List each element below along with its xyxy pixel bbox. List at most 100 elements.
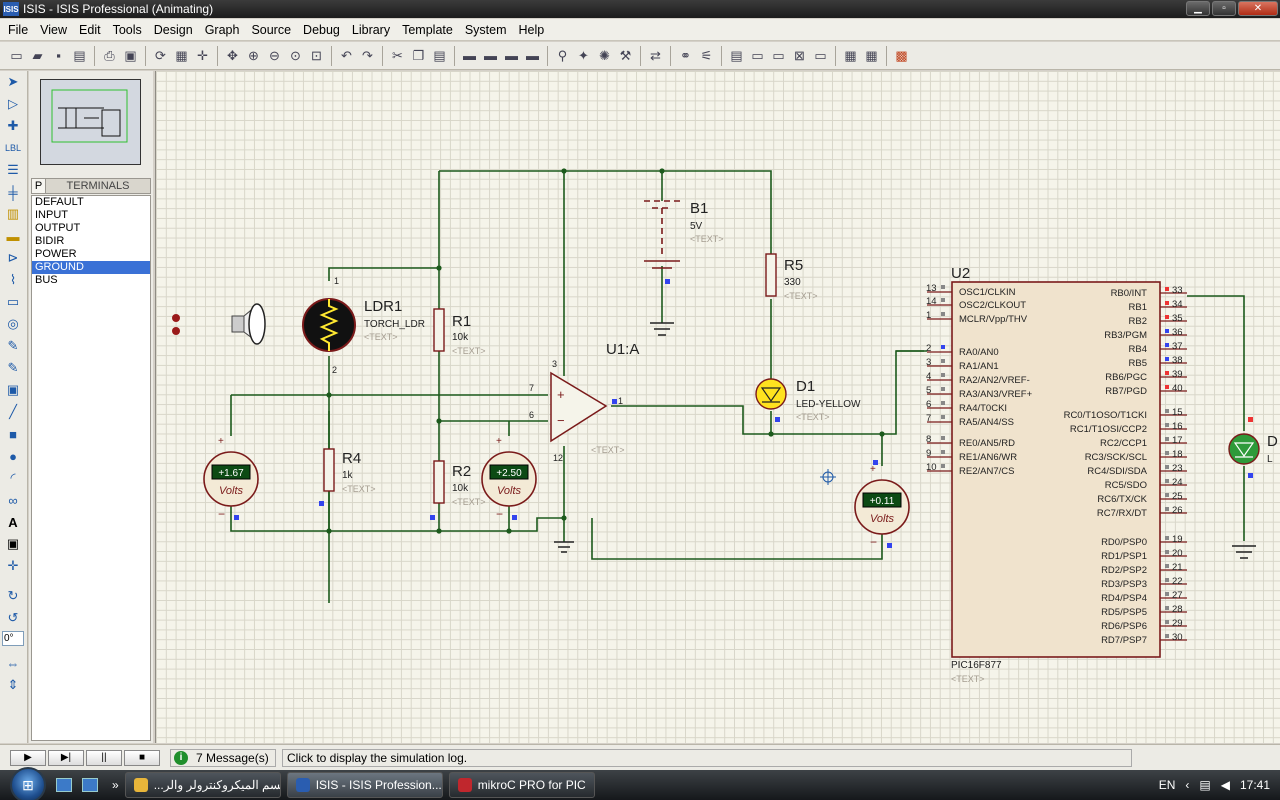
text-script-icon[interactable]: ☰ — [7, 162, 19, 177]
paste-icon[interactable]: ▤ — [433, 47, 446, 63]
line-tool-icon[interactable]: ╱ — [9, 404, 17, 419]
terminal-item-bus[interactable]: BUS — [35, 274, 58, 286]
device-pins-icon[interactable]: ⊳ — [7, 250, 19, 265]
redo-icon[interactable]: ↷ — [362, 47, 373, 63]
terminal-item-ground[interactable]: GROUND — [32, 261, 150, 274]
taskbar-button[interactable]: mikroC PRO for PIC — [448, 772, 595, 798]
grid-icon[interactable]: ▦ — [175, 47, 188, 63]
menu-file[interactable]: File — [8, 22, 29, 37]
terminal-item-default[interactable]: DEFAULT — [35, 196, 84, 208]
terminal-item-output[interactable]: OUTPUT — [35, 222, 81, 234]
resistor-r5[interactable]: R5 330 <TEXT> — [765, 253, 818, 301]
electrical-check-icon[interactable]: ▦ — [844, 47, 857, 63]
menu-edit[interactable]: Edit — [79, 22, 101, 37]
maximize-button[interactable]: ▫ — [1212, 1, 1236, 16]
menu-graph[interactable]: Graph — [204, 22, 240, 37]
taskbar-button[interactable]: ISIS - ISIS Profession... — [286, 772, 443, 798]
block-rotate-icon[interactable]: ▬ — [505, 48, 518, 63]
exit-parent-icon[interactable]: ▭ — [772, 47, 785, 63]
make-device-icon[interactable]: ✦ — [578, 47, 589, 63]
terminal-item-input[interactable]: INPUT — [35, 209, 68, 221]
zoom-out-icon[interactable]: ⊖ — [269, 47, 280, 63]
tape-recorder-icon[interactable]: ▭ — [6, 294, 20, 309]
stop-button[interactable]: ■ — [124, 749, 160, 766]
bill-of-materials-icon[interactable]: ▭ — [814, 47, 827, 63]
close-button[interactable]: ✕ — [1238, 1, 1278, 16]
zoom-area-icon[interactable]: ⊡ — [311, 47, 322, 63]
voltage-probe-icon[interactable]: ✎ — [7, 338, 19, 353]
language-indicator[interactable]: EN — [1158, 778, 1176, 792]
clock[interactable]: 17:41 — [1239, 778, 1270, 792]
package-tool-icon[interactable]: ✺ — [599, 47, 610, 63]
undo-icon[interactable]: ↶ — [341, 47, 352, 63]
overview-window[interactable] — [40, 79, 141, 165]
minimize-button[interactable]: ▁ — [1186, 1, 1210, 16]
led-d1[interactable]: D1 LED-YELLOW <TEXT> — [755, 378, 861, 422]
menu-source[interactable]: Source — [251, 22, 292, 37]
open-folder-icon[interactable]: ▰ — [32, 47, 43, 63]
mirror-vertical-icon[interactable]: ⇕ — [7, 677, 19, 692]
torch-light-source[interactable] — [172, 303, 266, 345]
selection-mode-icon[interactable]: ➤ — [7, 74, 19, 89]
pick-devices-button[interactable]: P — [32, 179, 46, 193]
menu-system[interactable]: System — [464, 22, 507, 37]
current-probe-icon[interactable]: ✎ — [7, 360, 19, 375]
zoom-all-icon[interactable]: ⊙ — [290, 47, 301, 63]
switch-windows-icon[interactable] — [82, 778, 98, 792]
message-log-button[interactable]: i 7 Message(s) — [170, 748, 276, 767]
volume-icon[interactable]: ◀ — [1220, 778, 1230, 792]
status-hint[interactable]: Click to display the simulation log. — [282, 748, 1132, 767]
circle-tool-icon[interactable]: ● — [9, 448, 17, 464]
copy-icon[interactable]: ❐ — [412, 47, 425, 63]
start-button[interactable]: ⊞ — [10, 767, 46, 800]
terminal-item-power[interactable]: POWER — [35, 248, 77, 260]
menu-view[interactable]: View — [40, 22, 68, 37]
resistor-r4[interactable]: R4 1k <TEXT> — [319, 448, 376, 506]
junction-dot-icon[interactable]: ✚ — [7, 118, 19, 133]
remove-sheet-icon[interactable]: ▭ — [751, 47, 764, 63]
print-area-icon[interactable]: ▣ — [124, 47, 137, 63]
subcircuit-icon[interactable]: ▥ — [6, 206, 20, 221]
wire-label-icon[interactable]: LBL — [4, 143, 21, 153]
menu-debug[interactable]: Debug — [303, 22, 340, 37]
generator-icon[interactable]: ◎ — [7, 316, 19, 331]
schematic-canvas[interactable]: B1 5V <TEXT> R5 330 <TEXT> R1 10k <TEXT> — [155, 71, 1280, 743]
new-sheet-icon[interactable]: ▤ — [730, 47, 743, 63]
box-tool-icon[interactable]: ■ — [9, 426, 17, 442]
menu-tools[interactable]: Tools — [112, 22, 142, 37]
led-d2[interactable]: D L — [1228, 417, 1278, 559]
netlist-to-ares-icon[interactable]: ▦ — [865, 47, 878, 63]
cut-icon[interactable]: ✂ — [392, 47, 403, 63]
component-mode-icon[interactable]: ▷ — [8, 96, 18, 111]
pan-icon[interactable]: ✥ — [227, 47, 238, 63]
marker-tool-icon[interactable]: ✛ — [7, 558, 19, 573]
origin-icon[interactable]: ✛ — [197, 47, 208, 63]
show-desktop-icon[interactable] — [56, 778, 72, 792]
block-copy-icon[interactable]: ▬ — [463, 48, 476, 63]
opamp-u1a[interactable]: + − 7 6 3 12 1 U1:A <TEXT> — [529, 341, 639, 553]
taskbar-button[interactable]: ...قسم الميكروكنترولر والر — [124, 772, 281, 798]
pick-device-icon[interactable]: ⚲ — [557, 47, 568, 63]
ldr-ldr1[interactable]: 1 2 LDR1 TORCH_LDR <TEXT> — [302, 276, 425, 375]
netlist-icon[interactable]: ⊠ — [794, 47, 805, 63]
rotate-anticlockwise-icon[interactable]: ↺ — [7, 610, 19, 625]
menu-help[interactable]: Help — [518, 22, 545, 37]
mirror-horizontal-icon[interactable]: ⇔ — [6, 655, 20, 671]
virtual-instruments-icon[interactable]: ▣ — [6, 382, 20, 397]
step-button[interactable]: ▶| — [48, 749, 84, 766]
zoom-in-icon[interactable]: ⊕ — [248, 47, 259, 63]
tray-arrow-icon[interactable]: ‹ — [1185, 778, 1190, 792]
play-button[interactable]: ▶ — [10, 749, 46, 766]
ares-icon[interactable]: ▩ — [895, 47, 908, 63]
search-tag-icon[interactable]: ⚭ — [680, 47, 691, 63]
import-icon[interactable]: ▤ — [73, 47, 86, 63]
rotation-angle-field[interactable]: 0° — [2, 631, 24, 646]
resistor-r1[interactable]: R1 10k <TEXT> — [433, 308, 486, 356]
refresh-icon[interactable]: ⟳ — [155, 47, 166, 63]
network-icon[interactable]: ▤ — [1199, 778, 1211, 792]
menu-design[interactable]: Design — [153, 22, 193, 37]
block-delete-icon[interactable]: ▬ — [526, 48, 539, 63]
terminals-mode-icon[interactable]: ▬ — [6, 228, 20, 244]
terminal-item-bidir[interactable]: BIDIR — [35, 235, 65, 247]
